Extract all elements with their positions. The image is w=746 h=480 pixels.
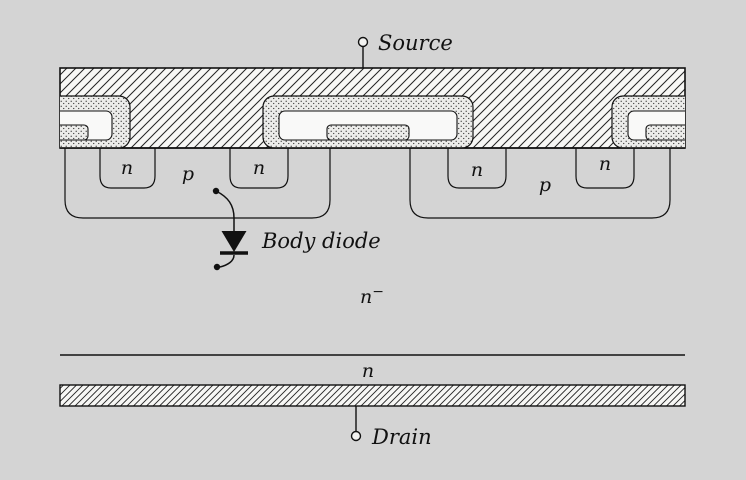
diode-cathode-dot bbox=[213, 263, 221, 271]
p-well-left-outline bbox=[64, 148, 331, 219]
drain-terminal-circle bbox=[350, 430, 362, 442]
n-region-label-right-inner: n bbox=[471, 159, 483, 181]
p-region-label-right: p bbox=[539, 174, 551, 196]
gate-poly-right bbox=[645, 124, 685, 141]
gate-stacks bbox=[60, 95, 685, 148]
n-region-label-right-outer: n bbox=[599, 153, 611, 175]
gate-poly-middle bbox=[326, 124, 410, 141]
n-source-region-left-inner bbox=[229, 148, 289, 189]
source-terminal-circle bbox=[357, 36, 369, 48]
body-diode-label: Body diode bbox=[261, 229, 381, 253]
body-diode-symbol bbox=[212, 187, 248, 271]
n-region-label-left-inner: n bbox=[253, 157, 265, 179]
drain-label: Drain bbox=[371, 425, 432, 449]
gate-stack-left bbox=[60, 95, 131, 148]
n-drift-label-superscript: − bbox=[372, 284, 384, 300]
n-region-label-left-outer: n bbox=[121, 157, 133, 179]
gate-stack-middle bbox=[262, 95, 474, 148]
gate-stack-right bbox=[611, 95, 685, 148]
drain-metal bbox=[59, 384, 686, 407]
source-label: Source bbox=[378, 31, 453, 55]
n-drift-label: n− bbox=[360, 284, 384, 308]
diode-wire-top bbox=[215, 190, 235, 231]
p-region-label-left: p bbox=[182, 163, 194, 185]
diode-triangle bbox=[221, 231, 247, 252]
n-source-region-right-inner bbox=[447, 148, 507, 189]
n-substrate-label: n bbox=[362, 360, 374, 382]
diode-wire-bottom bbox=[219, 254, 235, 268]
gate-poly-left bbox=[60, 124, 89, 141]
n-drift-label-base: n bbox=[360, 286, 372, 308]
n-source-region-left-outer bbox=[99, 148, 156, 189]
n-source-region-right-outer bbox=[575, 148, 635, 189]
p-well-right-outline bbox=[409, 148, 671, 219]
